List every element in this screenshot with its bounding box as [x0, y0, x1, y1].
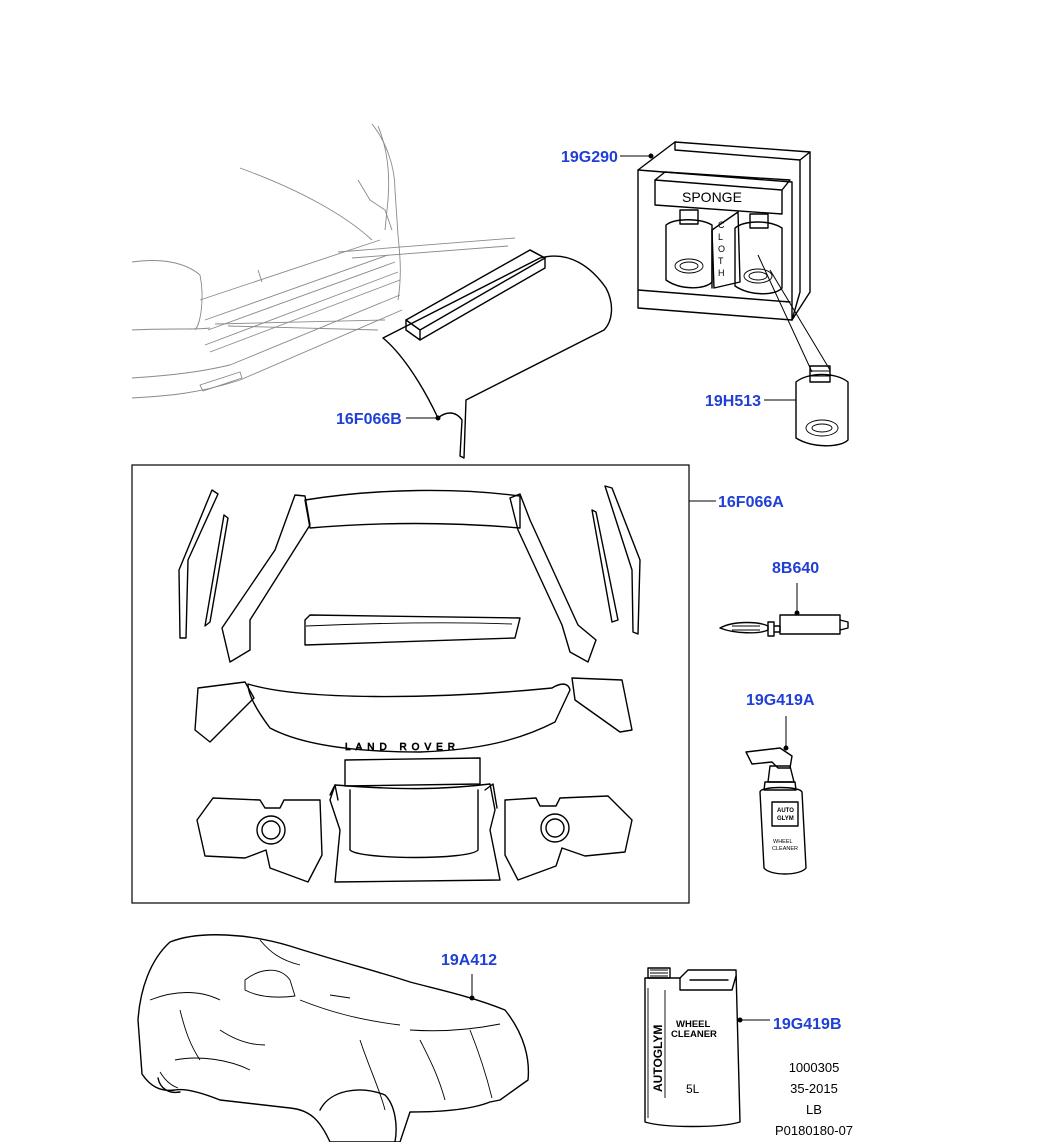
svg-text:8B640: 8B640 [772, 560, 819, 577]
can-volume-label: 5L [686, 1082, 700, 1096]
bumper-protection-film [382, 249, 613, 459]
svg-text:16F066B: 16F066B [336, 411, 402, 428]
rear-bumper-context [131, 123, 516, 399]
spray-brand-label: AUTO GLYM [777, 808, 794, 822]
svg-text:19G290: 19G290 [561, 149, 618, 166]
svg-text:19H513: 19H513 [705, 393, 761, 410]
svg-text:LB: LB [806, 1102, 822, 1117]
callout-19g290[interactable]: 19G290 [561, 149, 654, 166]
callout-19h513[interactable]: 19H513 [705, 393, 796, 410]
svg-text:19G419B: 19G419B [773, 1016, 842, 1033]
car-cover [137, 934, 530, 1142]
bonnet-badge-text: LAND ROVER [345, 742, 460, 753]
svg-text:1000305: 1000305 [789, 1060, 840, 1075]
callout-19a412[interactable]: 19A412 [441, 952, 497, 969]
svg-text:CLEANER: CLEANER [671, 1029, 717, 1040]
svg-text:AUTO: AUTO [777, 808, 794, 814]
wheel-cleaner-can: AUTOGLYM WHEEL CLEANER 5L [644, 967, 770, 1128]
callout-8b640[interactable]: 8B640 [772, 560, 819, 577]
svg-text:O: O [718, 244, 725, 254]
callout-19g419a[interactable]: 19G419A [746, 692, 815, 709]
svg-text:WHEEL: WHEEL [676, 1019, 711, 1030]
reference-block: 1000305 35-2015 LB P0180180-07 [775, 1060, 853, 1138]
spray-product-label: WHEEL CLEANER [772, 839, 798, 852]
svg-text:35-2015: 35-2015 [790, 1081, 838, 1096]
wheel-cleaner-spray: AUTO GLYM WHEEL CLEANER [745, 716, 807, 875]
cloth-label: C L O T H [718, 220, 725, 278]
callout-19g419b[interactable]: 19G419B [773, 1016, 842, 1033]
sponge-label: SPONGE [682, 189, 742, 205]
svg-text:WHEEL: WHEEL [773, 839, 793, 845]
svg-text:P0180180-07: P0180180-07 [775, 1123, 853, 1138]
svg-text:H: H [718, 268, 725, 278]
svg-text:GLYM: GLYM [777, 816, 794, 822]
callout-16f066b[interactable]: 16F066B [336, 411, 441, 428]
svg-text:L: L [718, 232, 723, 242]
svg-text:T: T [718, 256, 724, 266]
touch-up-pen [719, 583, 849, 637]
svg-text:CLEANER: CLEANER [772, 846, 798, 852]
shampoo-bottle [757, 254, 849, 447]
svg-text:C: C [718, 220, 725, 230]
callout-16f066a[interactable]: 16F066A [689, 494, 784, 511]
svg-text:16F066A: 16F066A [718, 494, 784, 511]
can-product-label: WHEEL CLEANER [671, 1019, 717, 1040]
svg-text:19G419A: 19G419A [746, 692, 815, 709]
cleaning-kit-box: SPONGE C L O T H [637, 141, 811, 321]
can-brand-label: AUTOGLYM [651, 1025, 665, 1092]
svg-text:19A412: 19A412 [441, 952, 497, 969]
film-kit-panel: LAND ROVER [131, 464, 690, 904]
